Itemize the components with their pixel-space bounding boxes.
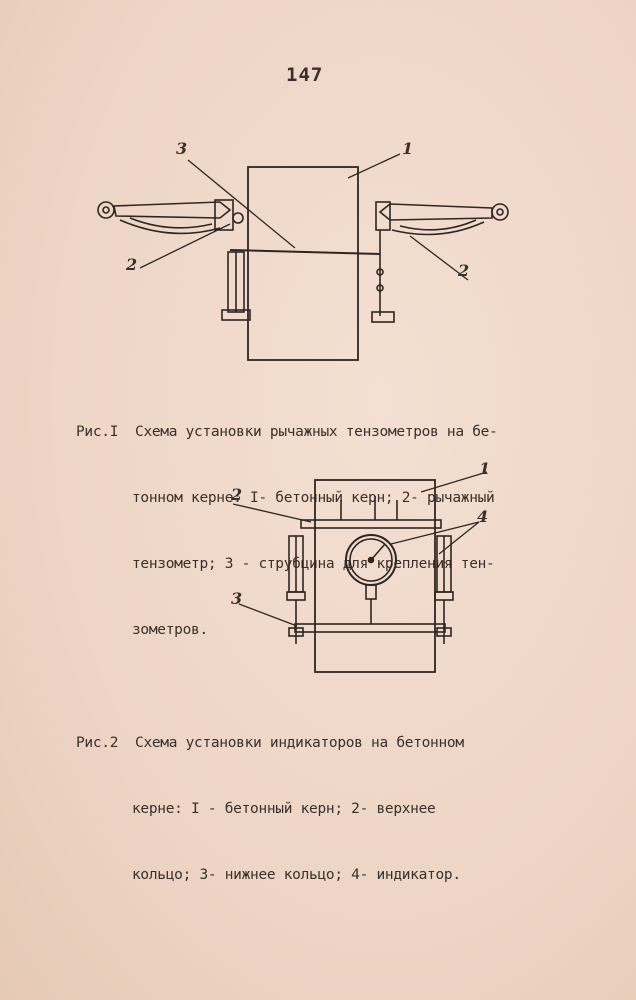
caption-line: керне: I - бетонный керн; 2- верхнее xyxy=(132,801,436,817)
right-tensometer xyxy=(371,201,509,323)
concrete-core xyxy=(247,166,359,361)
right-side-gauge xyxy=(434,535,454,644)
lower-ring xyxy=(294,623,446,633)
callout-core: 1 xyxy=(479,459,490,478)
figure-2-indicators: 2 1 4 3 xyxy=(230,459,490,673)
callout-clamp: 3 xyxy=(176,139,187,158)
clamp-line xyxy=(229,249,381,255)
callout-tensometer-right: 2 xyxy=(457,261,469,280)
callout-lower-ring: 3 xyxy=(231,589,242,608)
caption-line: кольцо; 3- нижнее кольцо; 4- индикатор. xyxy=(132,867,461,883)
dial-indicator xyxy=(345,534,397,624)
caption-line: Рис.2 Схема установки индикаторов на бет… xyxy=(76,735,464,751)
callout-indicator: 4 xyxy=(477,507,488,526)
page-number: 147 xyxy=(286,64,324,86)
caption-line: Рис.I Схема установки рычажных тензометр… xyxy=(76,424,498,440)
figure-1-lever-tensometers: 3 1 2 2 xyxy=(97,139,509,361)
callout-upper-ring: 2 xyxy=(230,485,242,504)
callout-core: 1 xyxy=(402,139,413,158)
figure-2-caption: Рис.2 Схема установки индикаторов на бет… xyxy=(76,688,464,930)
left-tensometer xyxy=(97,199,251,321)
caption-line: зометров. xyxy=(132,622,208,638)
caption-line: тонном керне: I- бетонный керн; 2- рычаж… xyxy=(132,490,495,506)
callout-tensometer-left: 2 xyxy=(125,255,137,274)
concrete-core xyxy=(314,479,436,673)
upper-ring xyxy=(300,519,442,529)
left-side-gauge xyxy=(286,535,306,644)
